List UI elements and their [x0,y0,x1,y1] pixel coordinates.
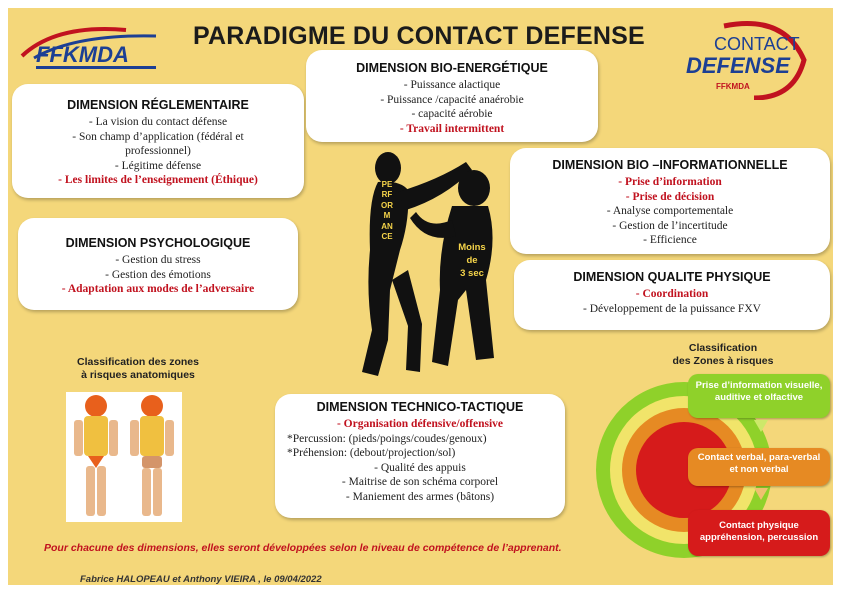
caption-line: Classification [688,342,758,354]
time-label-line: de [466,255,478,266]
anatomical-caption: Classification des zones à risques anato… [58,356,218,382]
author-line: Fabrice HALOPEAU et Anthony VIEIRA , le … [80,574,322,585]
time-label-line: 3 sec [460,268,484,279]
card-qualite-physique: DIMENSION QUALITE PHYSIQUE - Coordinatio… [514,260,830,330]
anatomy-figures-graphic [74,395,174,516]
card-item: - Gestion de l’incertitude [612,219,728,232]
card-reglementaire: DIMENSION RÉGLEMENTAIRE - La vision du c… [12,84,304,198]
contact-defense-logo: CONTACT DEFENSE FFKMDA [684,20,810,100]
card-title: DIMENSION RÉGLEMENTAIRE [67,98,249,112]
card-item: - Légitime défense [114,159,202,172]
card-item: - Puissance /capacité anaérobie [380,93,524,106]
fighters-silhouette [362,152,494,376]
caption-line: Classification des zones [77,356,199,368]
card-item: - Travail intermittent [399,122,505,135]
card-technico-tactique: DIMENSION TECHNICO-TACTIQUE - Organisati… [275,394,565,518]
ffkmda-logo-text: FFKMDA [36,42,129,67]
footer-note: Pour chacune des dimensions, elles seron… [44,542,562,554]
card-item: - Puissance alactique [403,79,501,91]
ffkmda-logo: FFKMDA [16,22,176,74]
risk-zones-caption: Classification des Zones à risques [648,342,798,368]
arrow-down-icon [754,420,768,432]
card-item: - capacité aérobie [411,108,493,120]
time-label-line: Moins [458,242,486,253]
card-item: - Prise d’information [618,176,722,188]
card-item: - Qualité des appuis [374,461,466,474]
page-title: PARADIGME DU CONTACT DEFENSE [193,22,645,50]
card-title: DIMENSION PSYCHOLOGIQUE [65,236,251,250]
card-title: DIMENSION BIO –INFORMATIONNELLE [552,158,788,172]
card-title: DIMENSION BIO-ENERGÉTIQUE [356,61,548,75]
zone-green-box: Prise d’information visuelle, auditive e… [688,374,830,418]
card-item: - La vision du contact défense [88,116,228,128]
card-title: DIMENSION QUALITE PHYSIQUE [573,270,771,284]
logo-line-3: FFKMDA [716,82,750,91]
performance-vertical-label: PERFORMANCE [381,180,393,242]
card-item: - Gestion des émotions [105,268,211,281]
caption-line: des Zones à risques [672,355,774,367]
card-item: - Adaptation aux modes de l’adversaire [61,283,255,295]
caption-line: à risques anatomiques [81,369,195,381]
anatomy-figures [66,392,182,522]
logo-line-2: DEFENSE [686,53,790,78]
ffkmda-logo-graphic: FFKMDA [20,27,157,69]
card-item: - Gestion du stress [115,254,201,266]
card-item: - Développement de la puissance FXV [583,302,761,315]
card-bio-informationnelle: DIMENSION BIO –INFORMATIONNELLE - Prise … [510,148,830,254]
card-item: - Analyse comportementale [606,205,734,217]
logo-line-1: CONTACT [714,34,800,54]
zone-red-box: Contact physique appréhension, percussio… [688,510,830,556]
card-item: - Organisation défensive/offensive [336,418,504,430]
card-item: - Coordination [635,288,709,300]
card-item: - Les limites de l’enseignement (Éthique… [58,174,258,186]
card-item: - Maitrise de son schéma corporel [341,476,499,488]
card-psychologique: DIMENSION PSYCHOLOGIQUE - Gestion du str… [18,218,298,310]
card-title: DIMENSION TECHNICO-TACTIQUE [316,400,524,414]
card-item: *Préhension: (debout/projection/sol) [287,447,456,459]
card-item: - Efficience [643,234,697,246]
card-bio-energetique: DIMENSION BIO-ENERGÉTIQUE - Puissance al… [306,50,598,142]
zone-orange-box: Contact verbal, para-verbal et non verba… [688,448,830,486]
poster: FFKMDA PARADIGME DU CONTACT DEFENSE CONT… [8,8,833,585]
time-label: Moins de 3 sec [452,241,492,280]
card-item: *Percussion: (pieds/poings/coudes/genoux… [287,432,487,445]
arrow-down-icon [754,488,768,500]
card-item: - Prise de décision [625,190,715,203]
logo-swoosh [723,21,807,100]
card-item: - Maniement des armes (bâtons) [345,490,495,503]
card-item: - Son champ d’application (fédéral et pr… [72,130,244,158]
